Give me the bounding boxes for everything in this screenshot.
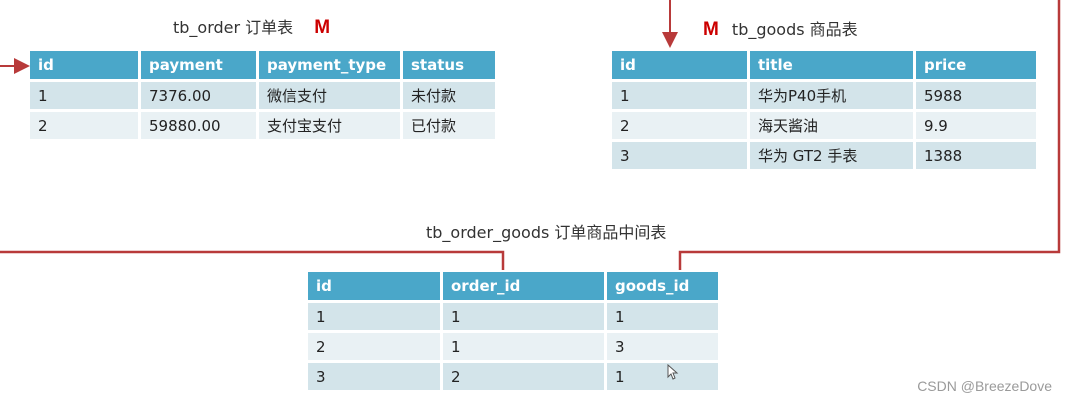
table-row: 1 7376.00 微信支付 未付款 [30,82,495,109]
cell: 59880.00 [141,112,256,139]
cell: 华为P40手机 [750,82,913,109]
order-col-payment: payment [141,51,256,79]
order-marker: M [314,17,331,38]
goods-marker: M [703,19,719,40]
cell: 1 [612,82,747,109]
order-table: id payment payment_type status 1 7376.00… [27,48,498,142]
order-goods-table: id order_id goods_id 1 1 1 2 1 3 3 2 1 [305,269,721,393]
cell: 1 [443,303,604,330]
cell: 2 [612,112,747,139]
cell: 1388 [916,142,1036,169]
order-goods-title-text: tb_order_goods 订单商品中间表 [426,223,667,242]
cell: 3 [612,142,747,169]
og-col-id: id [308,272,440,300]
cell: 3 [308,363,440,390]
cell: 2 [30,112,138,139]
table-row: 2 59880.00 支付宝支付 已付款 [30,112,495,139]
cell: 1 [443,333,604,360]
cell: 7376.00 [141,82,256,109]
goods-table-title: M tb_goods 商品表 [703,16,858,41]
cell: 2 [308,333,440,360]
order-table-title: tb_order 订单表 M [173,14,330,39]
table-row: 3 2 1 [308,363,718,390]
cell: 1 [308,303,440,330]
order-col-id: id [30,51,138,79]
cell: 支付宝支付 [259,112,400,139]
goods-col-title: title [750,51,913,79]
goods-title-text: tb_goods 商品表 [731,20,858,39]
goods-col-price: price [916,51,1036,79]
mouse-cursor-icon [667,364,679,380]
cell: 2 [443,363,604,390]
table-row: 2 海天酱油 9.9 [612,112,1036,139]
table-row: 1 1 1 [308,303,718,330]
order-goods-table-title: tb_order_goods 订单商品中间表 [426,219,666,243]
cell: 海天酱油 [750,112,913,139]
goods-table: id title price 1 华为P40手机 5988 2 海天酱油 9.9… [609,48,1039,172]
og-col-order-id: order_id [443,272,604,300]
og-col-goods-id: goods_id [607,272,718,300]
table-row: 3 华为 GT2 手表 1388 [612,142,1036,169]
order-title-text: tb_order 订单表 [173,18,294,37]
cell: 1 [30,82,138,109]
cell: 1 [607,363,718,390]
table-row: 2 1 3 [308,333,718,360]
watermark: CSDN @BreezeDove [917,378,1052,394]
cell: 9.9 [916,112,1036,139]
goods-col-id: id [612,51,747,79]
cell: 3 [607,333,718,360]
table-row: 1 华为P40手机 5988 [612,82,1036,109]
cell: 华为 GT2 手表 [750,142,913,169]
order-col-payment-type: payment_type [259,51,400,79]
cell: 1 [607,303,718,330]
cell: 已付款 [403,112,495,139]
cell: 未付款 [403,82,495,109]
order-col-status: status [403,51,495,79]
cell: 5988 [916,82,1036,109]
cell: 微信支付 [259,82,400,109]
